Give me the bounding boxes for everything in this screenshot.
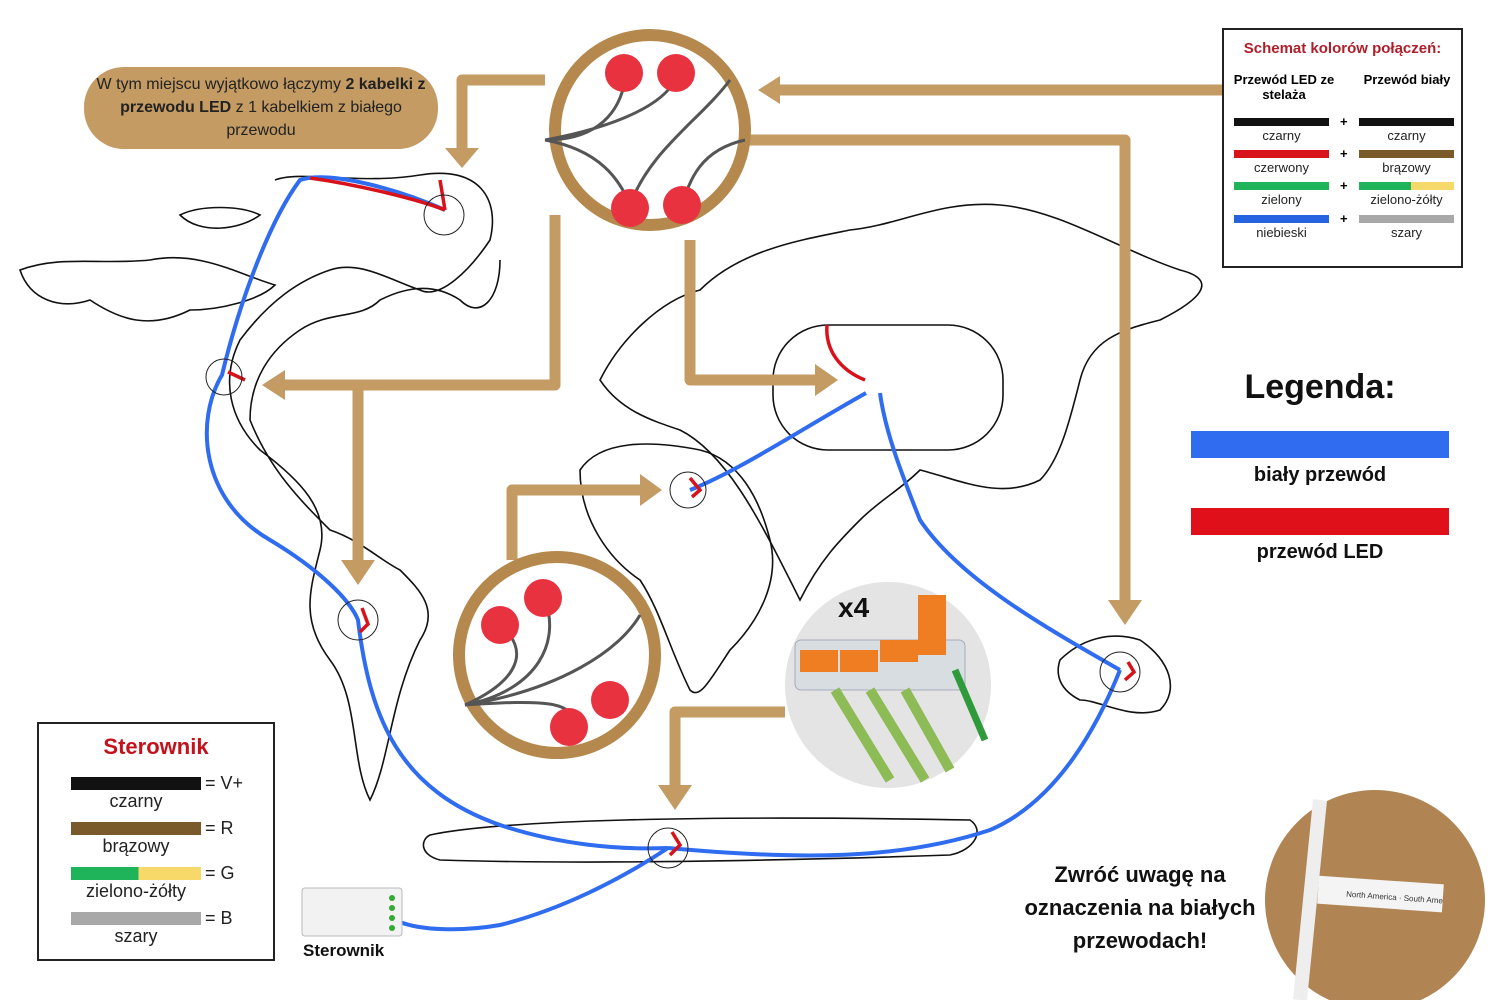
cable-label-photo <box>1265 790 1485 1000</box>
legend-white-wire-swatch <box>1191 431 1449 458</box>
arrow-heads <box>262 76 1142 810</box>
color-scheme-title: Schemat kolorów połączeń: <box>1243 40 1442 57</box>
wago-connector-photo <box>785 582 991 788</box>
connection-points <box>205 194 1141 869</box>
connection-arrows <box>275 74 1222 800</box>
callout-text: W tym miejscu wyjątkowo łączymy <box>96 76 346 93</box>
eurasia-outline <box>599 203 1203 602</box>
antarctica-outline <box>422 817 978 863</box>
island-outline <box>178 206 262 229</box>
scheme-row: niebieski + szary <box>1234 211 1456 247</box>
legend-title: Legenda: <box>1244 368 1396 406</box>
legend-led-wire-swatch <box>1191 508 1449 535</box>
controller-box-title: Sterownik <box>103 734 209 759</box>
white-wire-header: Przewód biały <box>1363 72 1451 87</box>
australia-outline <box>1057 635 1172 714</box>
led-wire-path <box>227 176 1137 857</box>
callout-note: W tym miejscu wyjątkowo łączymy 2 kabelk… <box>84 67 438 149</box>
white-wire-path <box>204 175 1122 932</box>
controller-label: Sterownik <box>303 941 385 960</box>
warning-note: Zwróć uwagę na oznaczenia na białych prz… <box>1024 862 1256 953</box>
scheme-row: czarny + czarny <box>1234 114 1456 150</box>
color-scheme-box: Schemat kolorów połączeń: Przewód LED ze… <box>1222 28 1463 268</box>
europe-box-outline <box>772 324 1004 451</box>
led-wire-header: Przewód LED ze stelaża <box>1233 72 1335 102</box>
connector-count: x4 <box>838 592 870 623</box>
junction-detail-top <box>544 29 751 231</box>
controller-device-image <box>301 887 403 937</box>
callout-text-end: z 1 kabelkiem z białego przewodu <box>226 99 402 139</box>
africa-outline <box>579 443 774 694</box>
controller-row: = V+czarny <box>71 773 271 817</box>
alaska-outline <box>18 256 277 322</box>
scheme-row: czerwony + brązowy <box>1234 146 1456 182</box>
legend-led-wire-label: przewód LED <box>1256 541 1384 563</box>
americas-outline <box>228 172 501 802</box>
callout-bold-text: 2 kabelki z przewodu LED <box>120 76 426 116</box>
legend-white-wire-label: biały przewód <box>1253 464 1387 486</box>
junction-detail-bottom <box>453 551 661 759</box>
scheme-row: zielony + zielono-żółty <box>1234 178 1456 214</box>
world-map-outline <box>18 172 1203 863</box>
